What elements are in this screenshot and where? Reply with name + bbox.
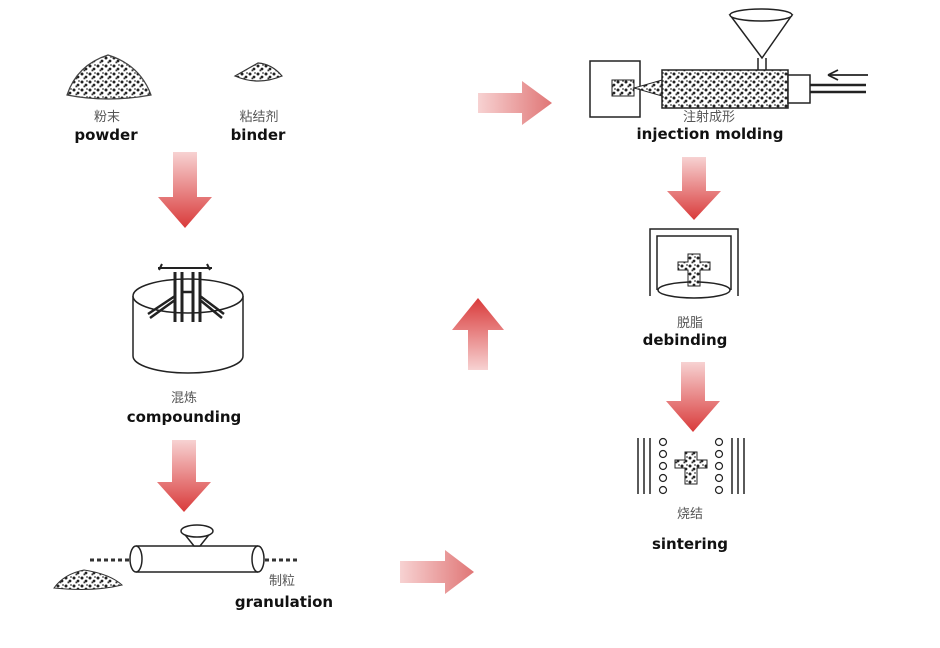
arrow-down-icon bbox=[157, 440, 211, 512]
granulator-icon bbox=[53, 524, 300, 590]
arrow-right-icon bbox=[400, 550, 474, 594]
binder-icon bbox=[233, 62, 283, 82]
debinding-label: debinding bbox=[642, 331, 728, 349]
sintering-label-zh: 烧结 bbox=[676, 507, 704, 522]
arrow-down-icon bbox=[667, 157, 721, 220]
sintering-label: sintering bbox=[651, 535, 729, 553]
powder-icon bbox=[66, 54, 152, 100]
binder-label: binder bbox=[230, 126, 286, 144]
arrow-up-icon bbox=[452, 298, 504, 370]
debinding-label-zh: 脱脂 bbox=[676, 316, 704, 331]
granulation-label-zh: 制粒 bbox=[268, 574, 296, 589]
debinding-furnace-icon bbox=[649, 228, 739, 299]
injection-molding-machine-icon bbox=[589, 8, 868, 118]
powder-label-zh: 粉末 bbox=[93, 110, 121, 125]
mixer-icon bbox=[132, 263, 244, 374]
compounding-label-zh: 混炼 bbox=[170, 391, 198, 406]
sintering-furnace-icon bbox=[637, 437, 745, 495]
arrow-right-icon bbox=[478, 81, 552, 125]
injection-molding-label-zh: 注射成形 bbox=[682, 110, 736, 125]
compounding-label: compounding bbox=[126, 408, 242, 426]
powder-label: powder bbox=[74, 126, 138, 144]
arrow-down-icon bbox=[666, 362, 720, 432]
arrow-down-icon bbox=[158, 152, 212, 228]
injection-molding-label: injection molding bbox=[636, 125, 784, 143]
binder-label-zh: 粘结剂 bbox=[239, 110, 279, 125]
granulation-label: granulation bbox=[234, 593, 334, 611]
